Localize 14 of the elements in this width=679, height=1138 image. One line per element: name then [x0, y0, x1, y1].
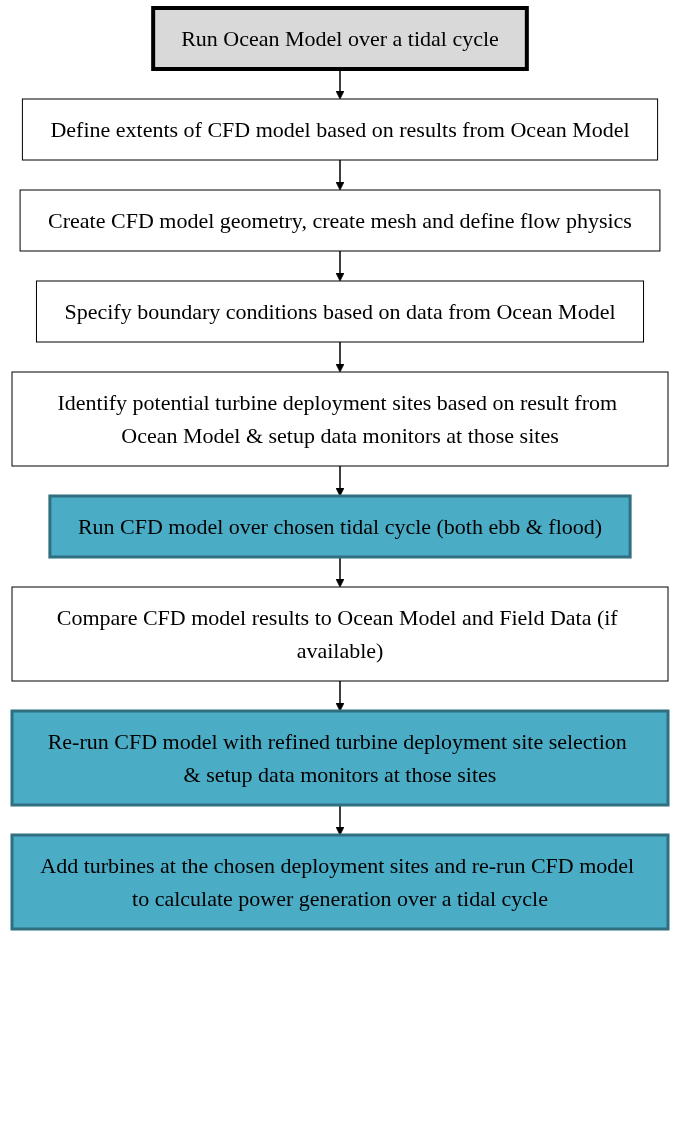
arrow [335, 159, 344, 191]
arrow [335, 250, 344, 282]
node-box: Compare CFD model results to Ocean Model and Field Data (if available) [11, 586, 668, 682]
node-box: Specify boundary conditions based on data from Ocean Model [35, 280, 644, 343]
node-box: Re-run CFD model with refined turbine deployment site selection & setup data monitors at those sites [10, 709, 669, 807]
node-box: Run Ocean Model over a tidal cycle [150, 6, 529, 71]
arrow [335, 465, 344, 497]
node-box: Run CFD model over chosen tidal cycle (both ebb & flood) [47, 494, 632, 559]
arrow [335, 680, 344, 712]
node-box: Create CFD model geometry, create mesh and define flow physics [19, 189, 660, 252]
node-box: Define extents of CFD model based on results from Ocean Model [21, 98, 658, 161]
node-box: Identify potential turbine deployment sites based on result from Ocean Model & setup data monitors at those sites [11, 371, 668, 467]
arrow [335, 341, 344, 373]
node-box: Add turbines at the chosen deployment sites and re-run CFD model to calculate power generation over a tidal cycle [10, 833, 669, 931]
